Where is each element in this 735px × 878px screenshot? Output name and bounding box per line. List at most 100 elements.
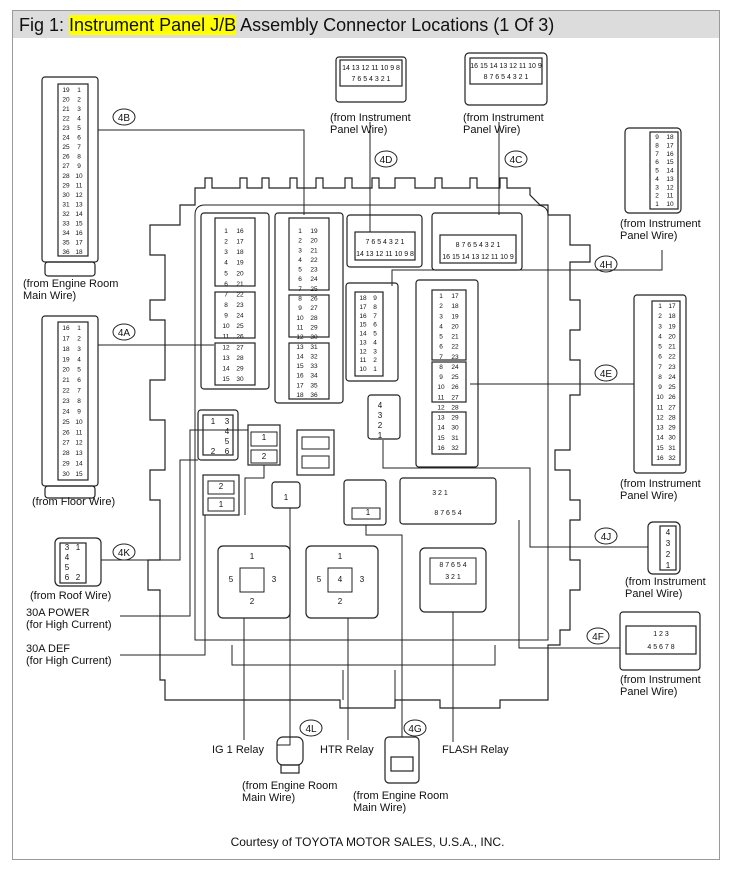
connector-tags [112,108,618,737]
pin-number: 4 [658,333,662,340]
pin-number: 1 [77,325,81,332]
pin-number: 17 [359,304,367,311]
pin-number: 11 [360,357,367,364]
junction-block-outline [147,177,591,709]
jb-spare-box [296,429,335,476]
pin-number: 24 [310,276,318,283]
pin-number: 17 [62,335,70,342]
pin-htr-bottom: 2 [338,597,343,606]
pin-number: 1 [658,303,662,310]
pin-number: 14 [656,435,664,442]
pin-jbmid-4: 4 [378,401,383,410]
pin-number: 19 [62,356,70,363]
pin-number: 25 [62,419,70,426]
pin-number: 31 [62,201,70,208]
pin-number: 24 [62,408,70,415]
pin-number: 17 [75,240,83,247]
pin-4j-b: 3 [666,539,671,548]
pin-number: 9 [298,305,302,312]
pin-jb4l-single: 1 [284,493,289,502]
tag-4b: 4B [118,113,131,124]
pin-number: 14 [222,365,230,372]
pin-number: 4 [298,257,302,264]
pin-number: 26 [236,334,244,341]
pin-number: 25 [451,374,459,381]
pin-box-a-1: 1 [262,433,267,442]
pins-jb-4c-bottom: 16 15 14 13 12 11 10 9 [442,254,514,261]
pin-number: 28 [451,405,459,412]
pin-number: 27 [62,440,70,447]
pins-4f-top: 1 2 3 [653,631,669,638]
pin-number: 1 [373,366,377,373]
pin-number: 36 [62,249,70,256]
pin-number: 29 [62,182,70,189]
pin-number: 12 [656,415,664,422]
figure-frame [12,10,720,860]
label-30a-power: 30A POWER(for High Current) [26,607,112,631]
pin-number: 25 [62,144,70,151]
pin-number: 5 [298,267,302,274]
pin-number: 15 [359,322,367,329]
pin-number: 11 [76,182,83,189]
pin-number: 10 [75,419,83,426]
pin-number: 18 [75,249,83,256]
pin-number: 2 [77,97,81,104]
connector-4k-drawing [54,537,102,587]
tag-4l: 4L [305,724,317,735]
pin-number: 20 [62,367,70,374]
pin-number: 18 [296,392,304,399]
pin-number: 7 [439,354,443,361]
pin-number: 13 [222,355,230,362]
pin-number: 30 [668,435,676,442]
pin-number: 14 [437,425,445,432]
pin-jb4k-e: 2 [211,447,216,456]
pin-number: 6 [77,135,81,142]
pin-number: 7 [77,388,81,395]
pin-ig1-bottom: 2 [250,597,255,606]
pin-number: 19 [451,313,459,320]
pin-number: 3 [224,249,228,256]
pins-4f-bottom: 4 5 6 7 8 [647,644,674,651]
pin-number: 12 [296,334,304,341]
pin-number: 23 [236,302,244,309]
jb-socket-4j [399,477,497,525]
label-flash-relay: FLASH Relay [442,744,509,756]
pin-number: 23 [668,364,676,371]
pin-number: 7 [655,151,659,158]
pin-number: 8 [439,364,443,371]
pin-number: 15 [437,435,445,442]
pin-number: 8 [373,304,377,311]
pin-number: 17 [296,382,304,389]
leader-lines [98,122,663,746]
pin-number: 14 [75,461,83,468]
pin-number: 16 [359,313,367,320]
pin-number: 14 [359,331,367,338]
pin-number: 28 [310,315,318,322]
pin-number: 1 [439,293,443,300]
pin-number: 18 [451,303,459,310]
pin-number: 33 [62,220,70,227]
jb-relay-socket-htr [305,545,379,619]
pin-htr-mid: 4 [338,575,343,584]
pin-number: 2 [77,335,81,342]
pins-4c-top: 16 15 14 13 12 11 10 9 [470,63,542,70]
pin-number: 12 [666,184,674,191]
pin-htr-left: 5 [317,575,322,584]
pin-4k-c: 5 [65,563,70,572]
pin-number: 11 [297,325,304,332]
pin-number: 26 [451,384,459,391]
pin-number: 13 [75,450,83,457]
pin-number: 26 [62,429,70,436]
pin-number: 29 [62,461,70,468]
pin-number: 4 [224,260,228,267]
pin-number: 30 [236,376,244,383]
figure-title: Fig 1: Instrument Panel J/B Assembly Con… [19,14,554,36]
title-suffix: Assembly Connector Locations (1 Of 3) [236,15,555,35]
pin-number: 33 [310,363,318,370]
pin-number: 3 [298,247,302,254]
pin-number: 2 [655,193,659,200]
pin-box-b-2: 2 [219,482,224,491]
pin-number: 5 [439,334,443,341]
